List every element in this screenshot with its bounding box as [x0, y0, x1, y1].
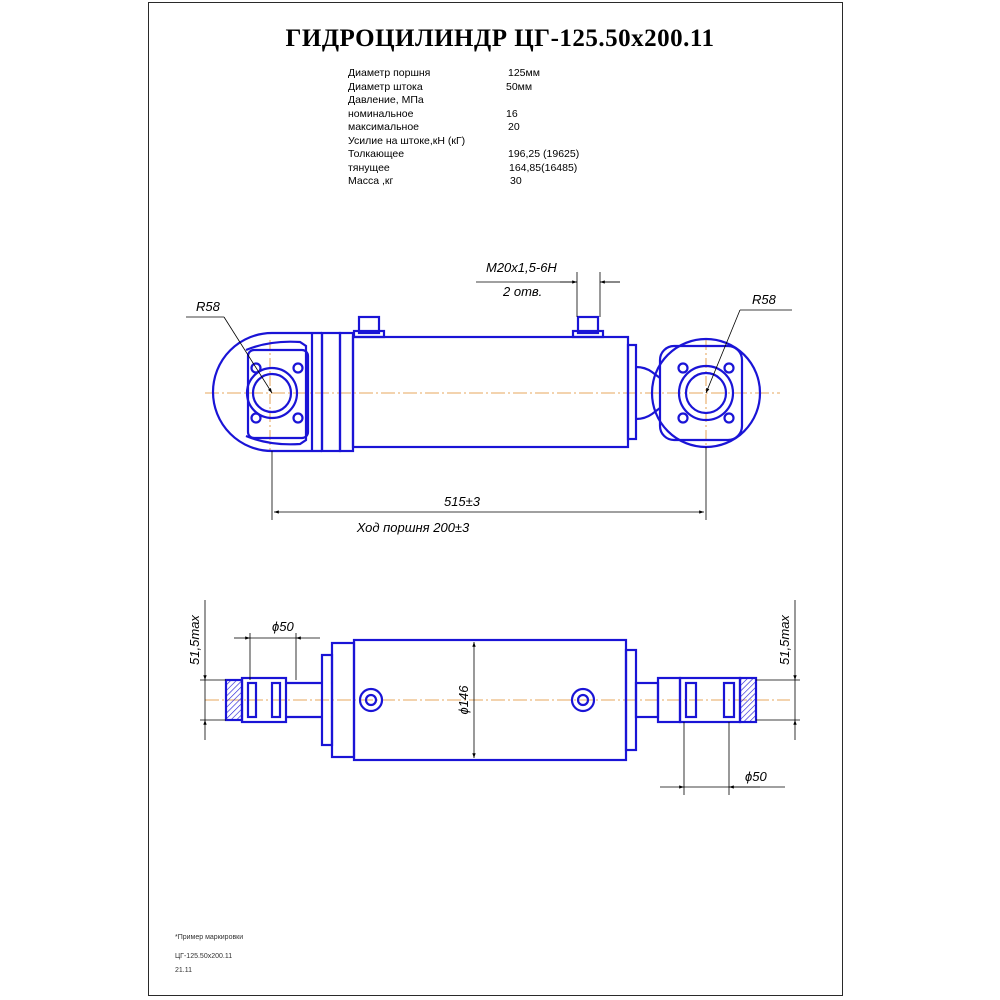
spec-value: 16: [506, 107, 518, 120]
spec-label: тянущее: [348, 161, 390, 174]
side-view: [205, 315, 780, 453]
length-label: 515±3: [444, 494, 481, 509]
spec-label: номинальное: [348, 107, 414, 120]
right-clevis: [634, 676, 758, 724]
spec-table: Диаметр поршня 125мм Диаметр штока 50мм Да…: [348, 67, 628, 189]
spec-label: Диаметр штока: [348, 80, 423, 93]
spec-row: Диаметр штока 50мм: [348, 81, 628, 95]
spec-label: Масса ,кг: [348, 175, 394, 187]
thread-count-label: 2 отв.: [502, 284, 542, 299]
body-diameter-label: ϕ146: [456, 685, 471, 715]
marking-note: *Пример маркировки: [175, 934, 244, 941]
spec-label: Диаметр поршня: [348, 67, 431, 79]
drawing-title: ГИДРОЦИЛИНДР ЦГ-125.50х200.11: [285, 25, 715, 52]
top-view-dimensions: [200, 600, 800, 795]
cylinder-barrel-top: [320, 638, 638, 762]
thread-label: M20x1,5-6H: [486, 260, 557, 275]
radius-left-label: R58: [196, 299, 221, 314]
pin-diameter-right-label: ϕ50: [745, 769, 767, 784]
spec-row: тянущее 164,85(16485): [348, 162, 628, 176]
radius-right-label: R58: [752, 292, 777, 307]
stroke-label: Ход поршня 200±3: [356, 520, 470, 535]
spec-label: Усилие на штоке,кН (кГ): [348, 134, 466, 147]
spec-row: Диаметр поршня 125мм: [348, 67, 628, 81]
spec-value: 125мм: [508, 67, 540, 79]
spec-label: максимальное: [348, 121, 420, 133]
spec-row: номинальное 16: [348, 108, 628, 122]
left-eye-mount: [211, 331, 324, 453]
marking-note: ЦГ-125.50х200.11: [175, 953, 233, 960]
spec-row: максимальное 20: [348, 121, 628, 135]
spec-row: Давление, МПа: [348, 94, 628, 108]
spec-label: Толкающее: [348, 148, 405, 160]
cylinder-barrel: [320, 315, 638, 453]
spec-value: 50мм: [506, 80, 533, 93]
width-right-label: 51,5max: [777, 615, 792, 665]
left-clevis: [224, 676, 322, 724]
right-eye-mount: [635, 337, 762, 449]
spec-value: 196,25 (19625): [508, 148, 580, 160]
width-left-label: 51,5max: [187, 615, 202, 665]
spec-row: Усилие на штоке,кН (кГ): [348, 135, 628, 149]
spec-row: Толкающее 196,25 (19625): [348, 148, 628, 162]
top-view: [205, 638, 790, 762]
spec-value: 164,85(16485): [509, 161, 578, 174]
spec-value: 30: [510, 175, 522, 187]
spec-value: 20: [508, 121, 520, 133]
pin-diameter-left-label: ϕ50: [272, 619, 294, 634]
spec-label: Давление, МПа: [348, 94, 424, 106]
side-view-dimensions: [186, 272, 792, 520]
spec-row: Масса ,кг 30: [348, 175, 628, 189]
marking-note: 21.11: [175, 967, 192, 974]
drawing-sheet: [148, 2, 843, 996]
